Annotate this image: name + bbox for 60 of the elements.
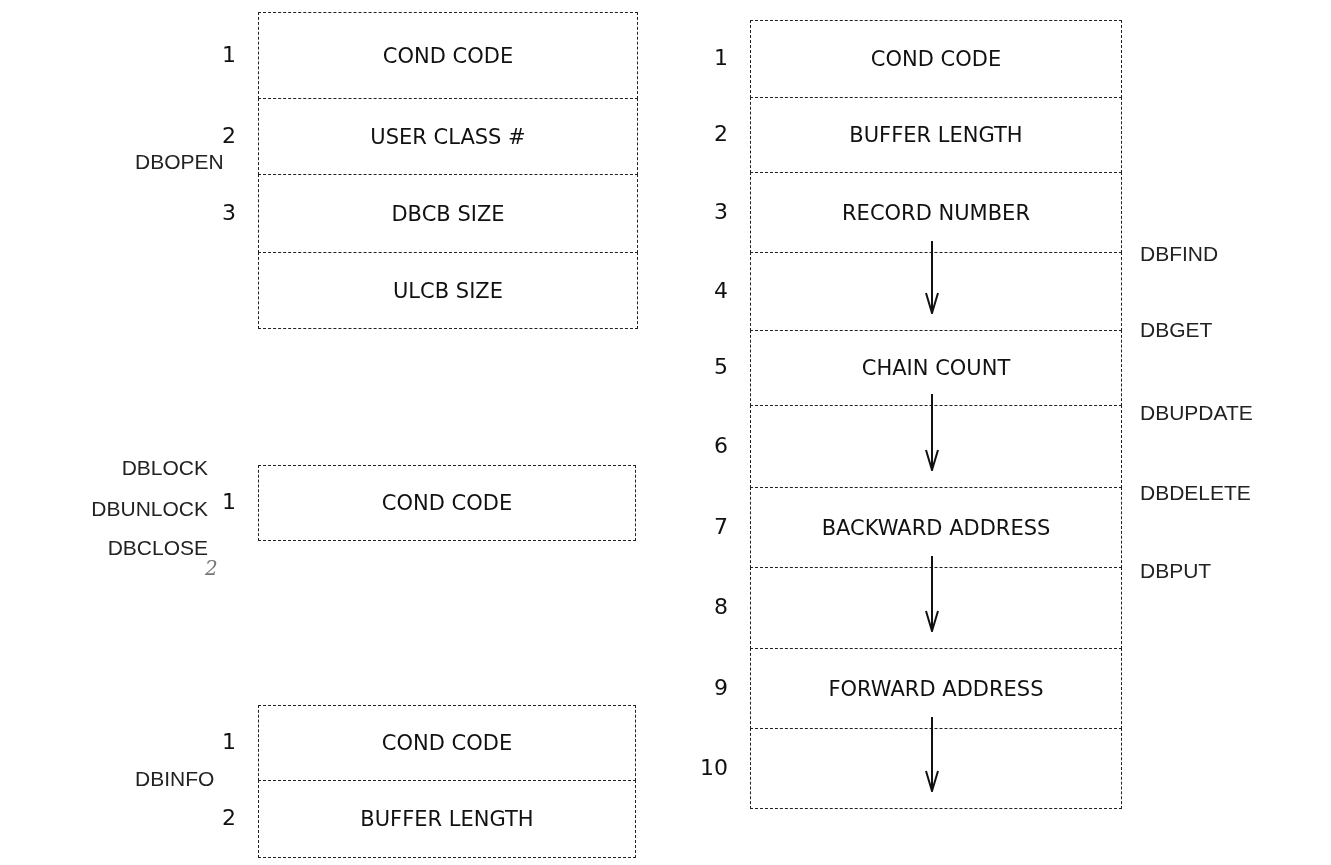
call-label: DBUNLOCK <box>91 497 208 521</box>
field-cell <box>750 97 1122 173</box>
field-name: FORWARD ADDRESS <box>828 676 1044 701</box>
field-name: BACKWARD ADDRESS <box>821 515 1051 540</box>
field-name: BUFFER LENGTH <box>360 807 534 831</box>
field-number: 1 <box>221 729 236 754</box>
arrow <box>925 716 939 792</box>
field-number: 5 <box>713 354 728 379</box>
field-name: RECORD NUMBER <box>842 200 1030 225</box>
call-label: DBUPDATE <box>1140 401 1253 425</box>
call-label: DBDELETE <box>1140 481 1251 505</box>
field-number: 3 <box>713 198 728 224</box>
field-cell <box>750 20 1122 98</box>
field-number: 10 <box>699 754 728 780</box>
field-number: 2 <box>221 122 236 148</box>
call-label: DBPUT <box>1140 559 1212 583</box>
call-label: DBOPEN <box>135 150 224 174</box>
field-number: 2 <box>713 121 728 146</box>
field-number: 3 <box>221 199 236 225</box>
arrow <box>925 240 939 314</box>
field-cell <box>750 330 1122 406</box>
field-cell <box>750 172 1122 253</box>
field-name: CHAIN COUNT <box>861 356 1011 380</box>
call-label: DBCLOSE <box>107 536 208 560</box>
arrow <box>925 555 939 632</box>
field-number: 1 <box>221 41 236 67</box>
field-name: DBCB SIZE <box>391 201 505 226</box>
field-cell <box>258 252 638 329</box>
call-label: DBGET <box>1140 318 1213 342</box>
field-cell <box>258 780 636 858</box>
field-cell <box>258 174 638 253</box>
call-label: DBFIND <box>1140 242 1219 266</box>
field-number: 9 <box>713 674 728 700</box>
field-number: 4 <box>713 277 728 303</box>
handwritten-number: 2 <box>205 556 218 580</box>
field-number: 7 <box>713 513 728 539</box>
field-cell <box>258 98 638 175</box>
field-name: COND CODE <box>870 47 1002 71</box>
empty-field-cell <box>750 728 1122 809</box>
field-name: COND CODE <box>382 43 514 68</box>
field-number: 1 <box>713 45 728 70</box>
field-name: COND CODE <box>381 491 513 515</box>
empty-field-cell <box>750 405 1122 488</box>
call-label: DBLOCK <box>121 456 208 480</box>
field-cell <box>750 648 1122 729</box>
field-cell <box>258 705 636 781</box>
field-name: BUFFER LENGTH <box>849 123 1023 147</box>
field-cell <box>258 465 636 541</box>
field-name: USER CLASS # <box>370 124 526 149</box>
field-number: 2 <box>221 805 236 830</box>
field-name: COND CODE <box>381 731 513 755</box>
empty-field-cell <box>750 252 1122 331</box>
field-name: ULCB SIZE <box>393 278 503 303</box>
field-cell <box>750 487 1122 568</box>
call-label: DBINFO <box>135 767 215 791</box>
field-cell <box>258 12 638 99</box>
field-number: 8 <box>713 594 728 619</box>
empty-field-cell <box>750 567 1122 649</box>
arrow <box>925 393 939 471</box>
field-number: 6 <box>713 432 728 458</box>
